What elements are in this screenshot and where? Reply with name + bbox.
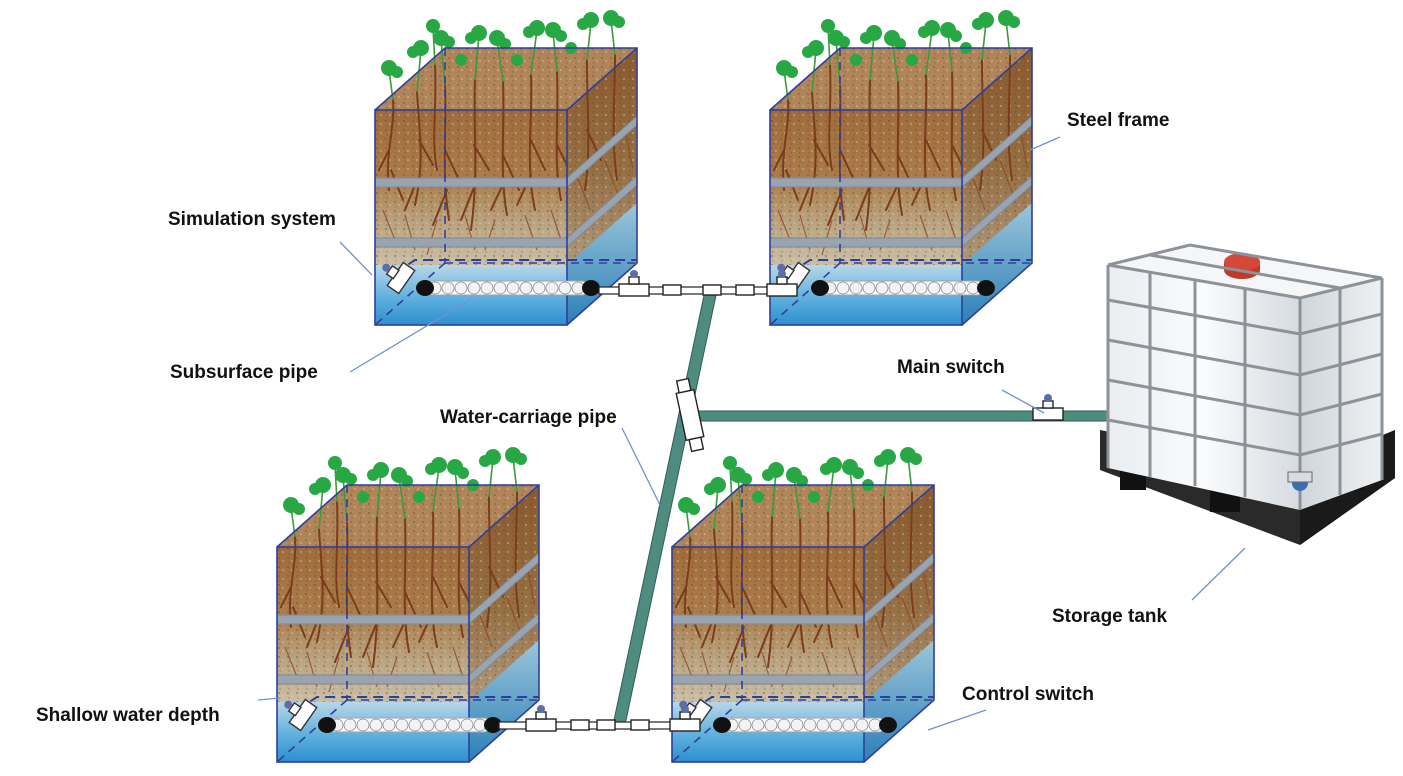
leader-lines bbox=[257, 136, 1246, 731]
label-shallow-water-depth: Shallow water depth bbox=[36, 705, 220, 726]
main-switch-valve bbox=[1032, 393, 1064, 421]
label-storage-tank: Storage tank bbox=[1052, 606, 1168, 627]
simulation-box-bottom-left bbox=[275, 446, 540, 763]
simulation-box-top-right bbox=[768, 9, 1033, 326]
storage-tank bbox=[1100, 243, 1395, 545]
label-subsurface-pipe: Subsurface pipe bbox=[170, 362, 318, 383]
label-water-carriage-pipe: Water-carriage pipe bbox=[440, 407, 617, 428]
simulation-box-bottom-right bbox=[670, 446, 935, 763]
label-main-switch: Main switch bbox=[897, 357, 1005, 378]
label-simulation-system: Simulation system bbox=[168, 209, 336, 230]
label-control-switch: Control switch bbox=[962, 684, 1094, 705]
simulation-box-top-left bbox=[373, 9, 638, 326]
water-carriage-pipe bbox=[498, 285, 1110, 730]
label-steel-frame: Steel frame bbox=[1067, 110, 1170, 131]
